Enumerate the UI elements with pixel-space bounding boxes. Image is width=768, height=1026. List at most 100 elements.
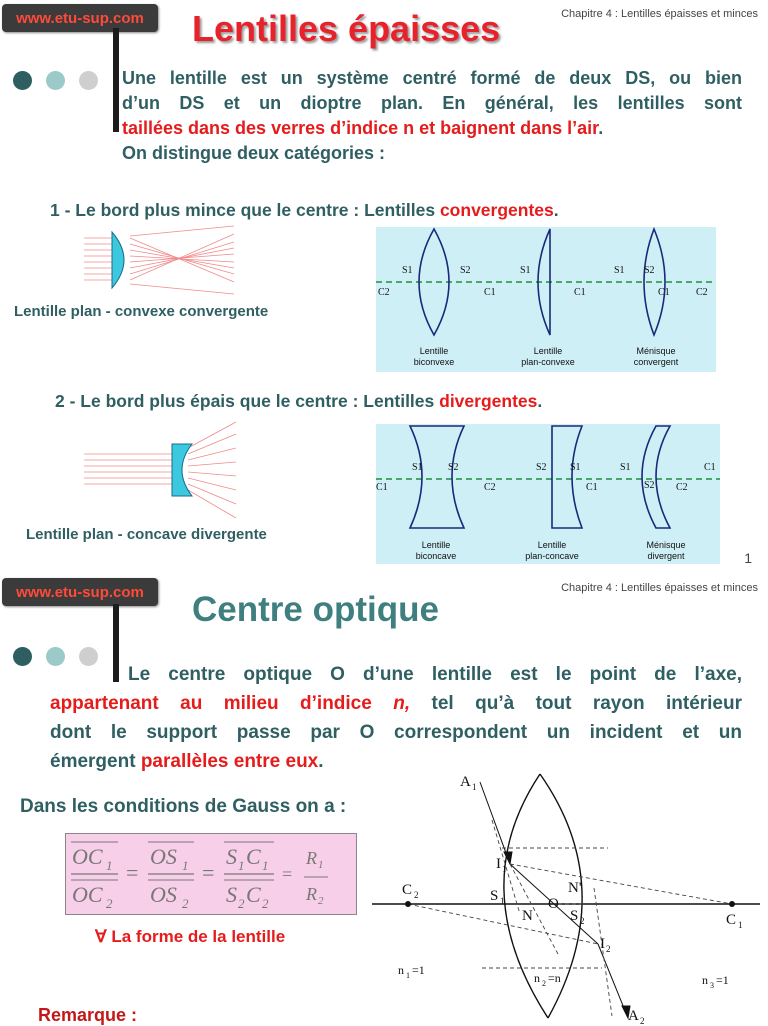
svg-text:S: S bbox=[570, 908, 578, 924]
svg-text:=: = bbox=[282, 864, 292, 884]
svg-text:C1: C1 bbox=[574, 287, 586, 298]
svg-text:2: 2 bbox=[106, 896, 113, 911]
svg-text:C1: C1 bbox=[586, 482, 598, 493]
svg-text:3: 3 bbox=[710, 981, 714, 990]
planconvex-caption: Lentille plan - convexe convergente bbox=[14, 303, 269, 320]
planconcave-caption: Lentille plan - concave divergente bbox=[26, 526, 267, 543]
svg-text:R: R bbox=[305, 884, 317, 904]
svg-text:n: n bbox=[534, 971, 540, 985]
slide-title: Lentilles épaisses bbox=[192, 8, 501, 49]
bullet-dot-mid bbox=[46, 71, 65, 90]
svg-text:C2: C2 bbox=[484, 482, 496, 493]
forall-lens-shape: ∀ La forme de la lentille bbox=[95, 927, 286, 946]
vertical-bar-2 bbox=[113, 604, 119, 682]
svg-text:A: A bbox=[628, 1008, 639, 1024]
svg-text:S1: S1 bbox=[620, 462, 631, 473]
category-2-heading: 2 - Le bord plus épais que le centre : L… bbox=[55, 391, 543, 411]
svg-text:Ménisque: Ménisque bbox=[636, 346, 675, 356]
bullet-dot-dark bbox=[13, 71, 32, 90]
svg-text:I: I bbox=[496, 856, 501, 872]
planconvex-ray-diagram bbox=[84, 225, 235, 295]
svg-text:=: = bbox=[202, 860, 214, 885]
svg-text:C2: C2 bbox=[378, 287, 390, 298]
svg-text:2: 2 bbox=[262, 896, 269, 911]
svg-text:C1: C1 bbox=[484, 287, 496, 298]
svg-text:C1: C1 bbox=[658, 287, 670, 298]
svg-text:n: n bbox=[702, 973, 708, 987]
category-1-heading: 1 - Le bord plus mince que le centre : L… bbox=[50, 200, 559, 220]
svg-text:1: 1 bbox=[738, 920, 743, 930]
optical-center-paragraph: Le centre optique O d’une lentille est l… bbox=[50, 664, 742, 772]
svg-text:divergent: divergent bbox=[647, 551, 685, 561]
svg-text:C: C bbox=[402, 882, 412, 898]
svg-text:=1: =1 bbox=[412, 963, 425, 977]
svg-text:2: 2 bbox=[414, 890, 419, 900]
svg-text:1: 1 bbox=[406, 971, 410, 980]
svg-text:2: 2 bbox=[182, 896, 189, 911]
svg-text:2: 2 bbox=[318, 895, 324, 907]
svg-text:2: 2 bbox=[238, 896, 245, 911]
svg-text:convergent: convergent bbox=[634, 357, 679, 367]
brand-logo: www.etu-sup.com bbox=[2, 4, 158, 32]
svg-text:S1: S1 bbox=[520, 265, 531, 276]
svg-text:2: 2 bbox=[606, 944, 611, 954]
svg-text:I: I bbox=[600, 936, 605, 952]
svg-text:=n: =n bbox=[548, 971, 561, 985]
chapter-header-2: Chapitre 4 : Lentilles épaisses et mince… bbox=[561, 582, 758, 594]
svg-text:C: C bbox=[246, 844, 261, 869]
svg-text:S2: S2 bbox=[460, 265, 471, 276]
svg-text:S1: S1 bbox=[570, 462, 581, 473]
svg-text:N: N bbox=[522, 908, 533, 924]
svg-text:biconvexe: biconvexe bbox=[414, 357, 455, 367]
svg-text:S1: S1 bbox=[402, 265, 413, 276]
svg-text:1: 1 bbox=[106, 858, 113, 873]
svg-text:C: C bbox=[246, 882, 261, 907]
svg-text:S: S bbox=[226, 882, 237, 907]
remark-heading: Remarque : bbox=[38, 1005, 138, 1025]
gauss-heading: Dans les conditions de Gauss on a : bbox=[20, 796, 347, 817]
planconcave-ray-diagram bbox=[84, 421, 237, 519]
svg-text:OS: OS bbox=[150, 844, 177, 869]
page-number: 1 bbox=[744, 550, 752, 566]
intro-paragraph: Une lentille est un système centré formé… bbox=[122, 68, 742, 163]
svg-text:S2: S2 bbox=[536, 462, 547, 473]
bullet-dot-light-2 bbox=[79, 647, 98, 666]
svg-text:S: S bbox=[490, 888, 498, 904]
svg-text:S2: S2 bbox=[644, 480, 655, 491]
bullet-dot-light bbox=[79, 71, 98, 90]
svg-text:=: = bbox=[126, 860, 138, 885]
svg-text:C1: C1 bbox=[376, 482, 388, 493]
svg-text:1: 1 bbox=[502, 864, 507, 874]
svg-text:1: 1 bbox=[238, 858, 245, 873]
svg-text:2: 2 bbox=[640, 1016, 645, 1024]
svg-text:R: R bbox=[305, 848, 317, 868]
svg-text:N': N' bbox=[568, 880, 582, 896]
svg-text:OS: OS bbox=[150, 882, 177, 907]
svg-text:O: O bbox=[548, 896, 559, 912]
svg-text:1: 1 bbox=[500, 896, 505, 906]
svg-text:1: 1 bbox=[262, 858, 269, 873]
svg-text:OC: OC bbox=[72, 844, 103, 869]
vertical-bar bbox=[113, 28, 119, 132]
svg-text:1: 1 bbox=[472, 782, 477, 792]
svg-text:A: A bbox=[460, 774, 471, 790]
svg-text:1: 1 bbox=[318, 859, 324, 871]
svg-text:S2: S2 bbox=[448, 462, 459, 473]
svg-text:S2: S2 bbox=[644, 265, 655, 276]
svg-text:OC: OC bbox=[72, 882, 103, 907]
svg-text:S1: S1 bbox=[412, 462, 423, 473]
svg-text:S: S bbox=[226, 844, 237, 869]
bullet-dot-dark-2 bbox=[13, 647, 32, 666]
svg-text:C2: C2 bbox=[676, 482, 688, 493]
brand-logo-2: www.etu-sup.com bbox=[2, 578, 158, 606]
svg-text:C: C bbox=[726, 912, 736, 928]
bullet-dot-mid-2 bbox=[46, 647, 65, 666]
slide-title-2: Centre optique bbox=[192, 590, 439, 629]
svg-text:n: n bbox=[398, 963, 404, 977]
svg-text:S1: S1 bbox=[614, 265, 625, 276]
svg-text:plan-concave: plan-concave bbox=[525, 551, 579, 561]
chapter-header: Chapitre 4 : Lentilles épaisses et mince… bbox=[561, 8, 758, 20]
